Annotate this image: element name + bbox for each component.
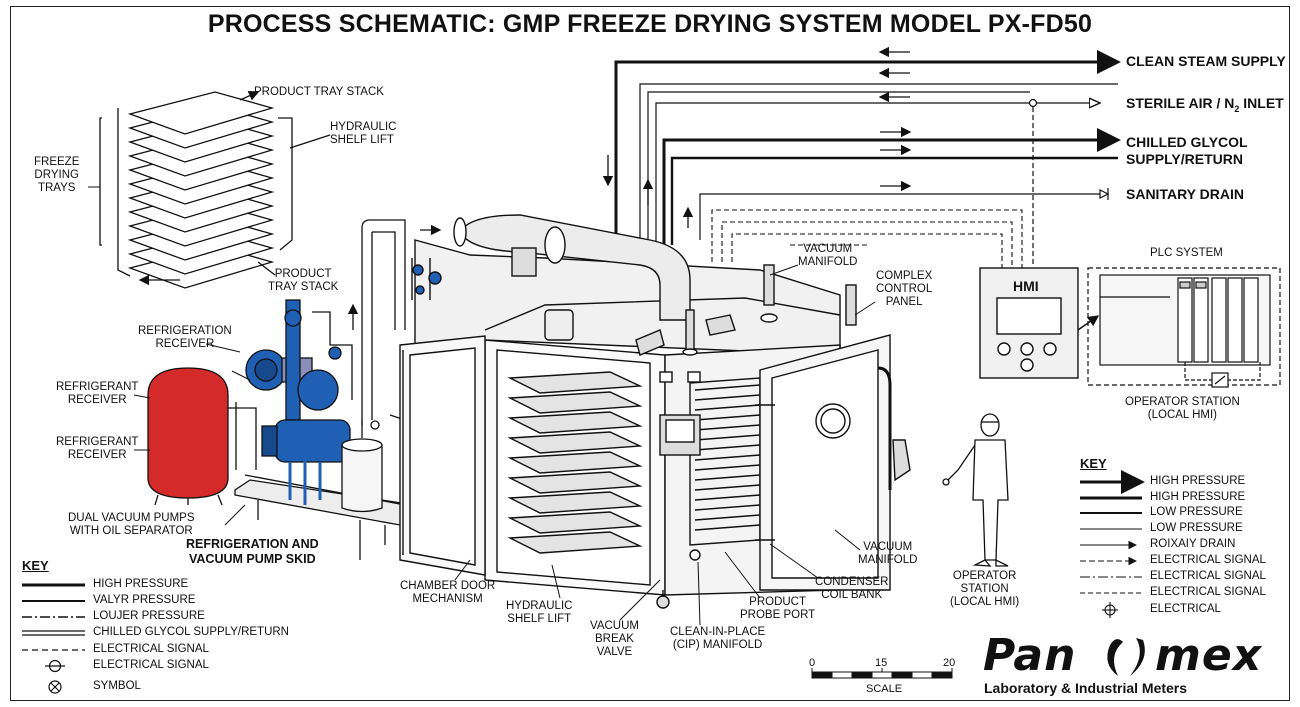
key-left-row: LOUJER PRESSURE [93, 610, 205, 622]
key-right-row: ROIXAIY DRAIN [1150, 538, 1236, 550]
label-plc-system: PLC SYSTEM [1150, 247, 1223, 259]
key-left-row: CHILLED GLYCOL SUPPLY/RETURN [93, 626, 289, 638]
plc-system [1087, 267, 1281, 388]
key-right-row: HIGH PRESSURE [1150, 475, 1246, 487]
brand-flame-logo [1107, 638, 1145, 676]
drawing-frame [10, 6, 1290, 701]
key-right-row: ELECTRICAL SIGNAL [1150, 554, 1266, 566]
key-right-row: LOW PRESSURE [1150, 522, 1243, 534]
key-right-symbols [1080, 470, 1145, 618]
freeze-dryer-chamber [399, 214, 911, 609]
key-right-title: KEY [1080, 456, 1107, 471]
refrigeration-skid [147, 219, 416, 560]
utility-sterile-air-label: STERILE AIR / N2 INLET [1126, 95, 1284, 114]
scale-tick-0: 0 [809, 657, 816, 669]
utility-sanitary-drain-label: SANITARY DRAIN [1126, 186, 1244, 202]
operator-figure [942, 413, 1009, 567]
key-right-row: ELECTRICAL [1150, 603, 1221, 615]
key-left-title: KEY [22, 558, 49, 573]
utility-clean-steam-label: CLEAN STEAM SUPPLY [1126, 53, 1286, 69]
label-cip-manifold: CLEAN-IN-PLACE(CIP) MANIFOLD [670, 626, 766, 651]
scale-tick-20: 20 [943, 657, 956, 669]
key-left-row: HIGH PRESSURE [93, 578, 189, 590]
key-right-row: ELECTRICAL SIGNAL [1150, 586, 1266, 598]
scale-bar [811, 668, 953, 679]
label-operator-station-right: OPERATOR STATION(LOCAL HMI) [1125, 396, 1240, 421]
brand-name-b: mex [1155, 630, 1263, 681]
brand-name-a: Pan [983, 630, 1077, 681]
hmi-unit [979, 267, 1100, 379]
page-title: PROCESS SCHEMATIC: GMP FREEZE DRYING SYS… [207, 10, 1093, 38]
key-right-row: LOW PRESSURE [1150, 506, 1243, 518]
key-left-row: SYMBOL [93, 680, 141, 692]
key-right-row: HIGH PRESSURE [1150, 491, 1246, 503]
leader-lines [88, 186, 876, 626]
brand-tagline: Laboratory & Industrial Meters [984, 680, 1188, 696]
key-left-symbols [22, 583, 85, 694]
utility-lines [347, 46, 1121, 330]
label-tray-stack-top: PRODUCT TRAY STACK [254, 86, 384, 98]
key-left-row: VALYR PRESSURE [93, 594, 196, 606]
key-right-row: ELECTRICAL SIGNAL [1150, 570, 1266, 582]
key-left-row: ELECTRICAL SIGNAL [93, 643, 209, 655]
tray-stack-illustration [99, 90, 331, 289]
key-left-row: ELECTRICAL SIGNAL [93, 659, 209, 671]
scale-label: SCALE [866, 683, 903, 695]
label-hmi: HMI [1013, 278, 1039, 294]
scale-tick-15: 15 [875, 657, 888, 669]
